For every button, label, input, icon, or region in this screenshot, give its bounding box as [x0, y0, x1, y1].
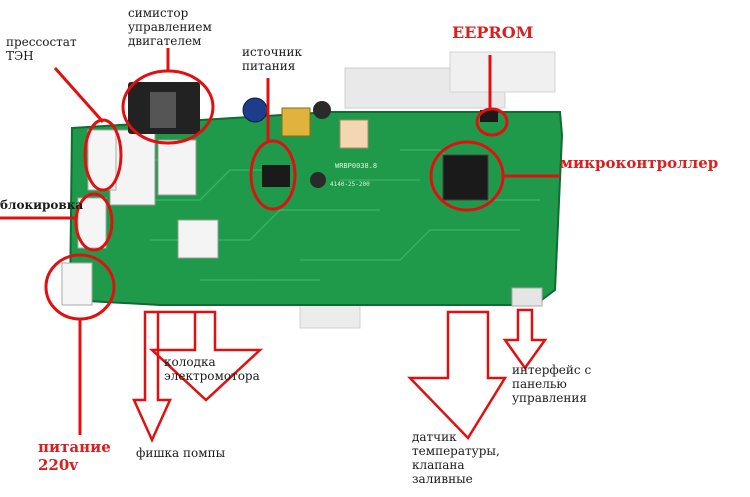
label-pressostat: прессостат ТЭН: [6, 35, 77, 63]
power-supply-components: [242, 97, 331, 188]
interfeis-arrow: [502, 308, 548, 371]
board-silkscreen-code: 4140-25-200: [330, 181, 370, 188]
blokirovka-circle: [74, 192, 114, 252]
datchik-arrow: [407, 310, 508, 441]
connectors: [61, 119, 543, 307]
triac-heatsink: [128, 82, 200, 134]
istochnik-circle: [249, 139, 297, 211]
label-simistor: симистор управлением двигателем: [128, 6, 212, 48]
label-pitanie: питание 220v: [38, 438, 111, 474]
pitanie-circle: [44, 253, 116, 321]
label-fishka: фишка помпы: [136, 446, 226, 460]
label-istochnik: источник питания: [242, 45, 303, 73]
eeprom-circle: [475, 107, 509, 137]
label-mikrokontroller: микроконтроллер: [560, 154, 719, 172]
microcontroller-chip: [442, 110, 498, 201]
label-kolodka: колодка электромотора: [164, 355, 260, 383]
relays: [109, 129, 219, 259]
label-interfeis: интерфейс с панелью управления: [512, 363, 592, 405]
annotation-arrows: [132, 308, 548, 444]
label-eeprom: EEPROM: [452, 23, 534, 42]
pressostat-pointer: [53, 67, 105, 123]
board-silkscreen-model: WRBP0038.8: [335, 162, 377, 170]
annotation-lines: [0, 48, 560, 435]
kolodka-arrow: [148, 310, 264, 402]
label-blokirovka: блокировка: [0, 198, 84, 212]
label-datchik: датчик температуры, клапана заливные: [412, 430, 500, 486]
fishka-arrow: [132, 310, 172, 444]
